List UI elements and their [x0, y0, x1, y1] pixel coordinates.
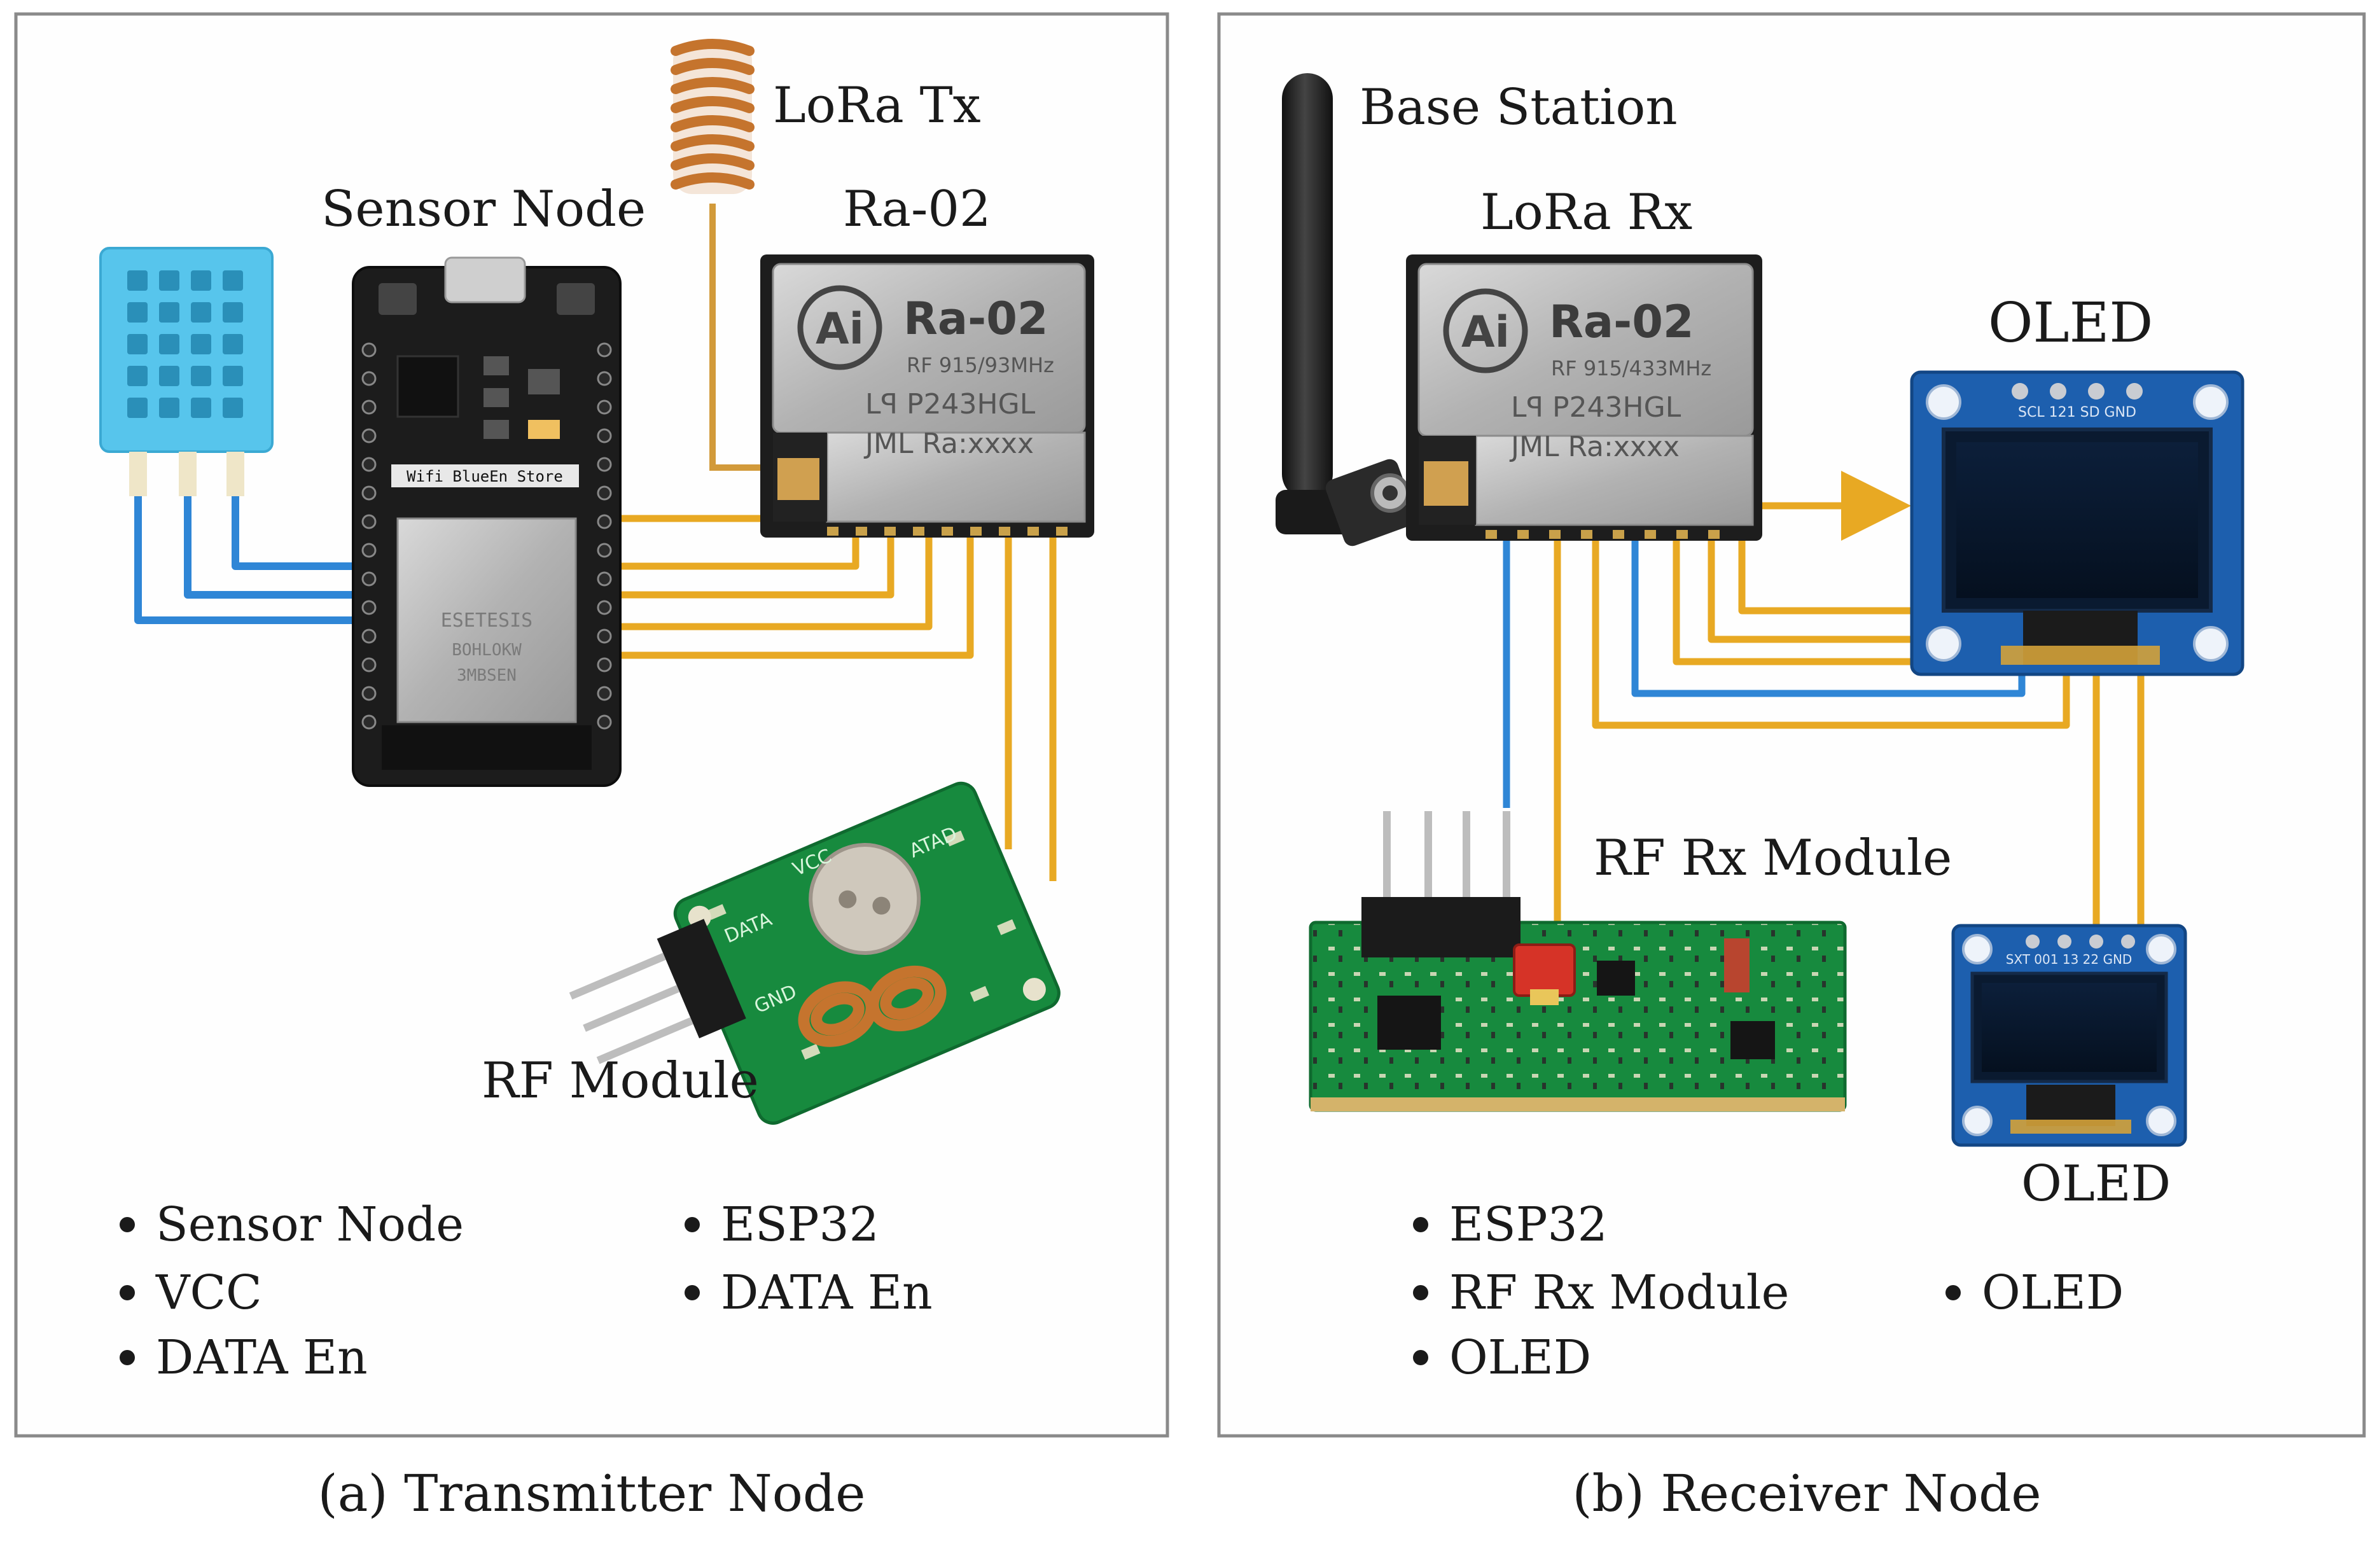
receiver-legend: ESP32 RF Rx Module OLED OLED [1413, 1197, 2124, 1385]
ra02-tx-logo: Ai [816, 304, 864, 354]
sensor-wires [134, 483, 372, 624]
oled-small: SXT 001 13 22 GND [1951, 924, 2187, 1147]
label-ra02: Ra-02 [843, 181, 991, 238]
label-sensor-node: Sensor Node [321, 181, 646, 238]
tx-legend-item-3: DATA En [156, 1330, 368, 1385]
rx-legend-item-2: RF Rx Module [1449, 1265, 1789, 1320]
rx-legend-item-1: ESP32 [1449, 1197, 1608, 1252]
rf-tx-module: VCC DATA GND ATAD [569, 781, 1061, 1125]
caption-receiver: (b) Receiver Node [1572, 1464, 2041, 1523]
oled-large-pins: SCL 121 SD GND [2018, 405, 2136, 421]
oled-small-pins: SXT 001 13 22 GND [2006, 952, 2133, 967]
receiver-panel: Ai Ra-02 RF 915/433MHz Lꟼ P243HGL JML Ra… [1276, 73, 2244, 1385]
rf-rx-module [1309, 811, 1847, 1112]
spring-antenna [671, 39, 773, 471]
ra02-rx-model: Ra-02 [1549, 296, 1694, 348]
label-base-station: Base Station [1360, 79, 1678, 136]
transmitter-legend: Sensor Node VCC DATA En ESP32 DATA En [120, 1197, 933, 1385]
tx-legend-item-4: ESP32 [721, 1197, 879, 1252]
dht-sensor [99, 247, 274, 496]
esp-to-lora-wires [618, 515, 1057, 881]
ra02-tx-line1: Lꟼ P243HGL [865, 388, 1036, 421]
caption-transmitter: (a) Transmitter Node [318, 1464, 866, 1523]
ra02-rx-line2: JML Ra:xxxx [1509, 431, 1680, 463]
label-rf-module: RF Module [482, 1052, 759, 1109]
rx-legend-item-3: OLED [1449, 1330, 1591, 1385]
esp32-silk-text: Wifi BlueEn Store [407, 468, 563, 485]
transmitter-panel: Wifi BlueEn Store ESETESIS BOHLOKW 3MBSE… [99, 39, 1094, 1385]
label-oled-top: OLED [1988, 291, 2153, 355]
ra02-rx-line1: Lꟼ P243HGL [1511, 391, 1681, 424]
label-lora-rx: LoRa Rx [1480, 184, 1692, 241]
ra02-module-tx: Ai Ra-02 RF 915/93MHz Lꟼ P243HGL JML Ra:… [760, 254, 1094, 538]
label-oled-bottom: OLED [2021, 1155, 2171, 1213]
oled-large: SCL 121 SD GND [1910, 370, 2244, 676]
rx-blue-wires [1503, 538, 2026, 808]
label-lora-tx: LoRa Tx [773, 77, 981, 134]
rx-legend-item-4: OLED [1982, 1265, 2124, 1320]
ra02-rx-logo: Ai [1461, 307, 1510, 358]
esp32-shield-sub2: 3MBSEN [457, 666, 517, 685]
tx-legend-item-5: DATA En [721, 1265, 933, 1320]
esp32-board: Wifi BlueEn Store ESETESIS BOHLOKW 3MBSE… [352, 256, 622, 787]
rx-yellow-wires [1554, 538, 2145, 935]
ra02-tx-freq: RF 915/93MHz [907, 353, 1054, 377]
ra02-module-rx: Ai Ra-02 RF 915/433MHz Lꟼ P243HGL JML Ra… [1406, 254, 1762, 541]
ra02-tx-line2: JML Ra:xxxx [863, 428, 1034, 460]
esp32-shield-text: ESETESIS [441, 609, 533, 632]
esp32-shield-sub: BOHLOKW [452, 641, 522, 660]
tx-legend-item-1: Sensor Node [156, 1197, 464, 1252]
label-rf-rx-module: RF Rx Module [1594, 830, 1952, 887]
tx-legend-item-2: VCC [155, 1265, 262, 1320]
ra02-tx-model: Ra-02 [903, 293, 1048, 345]
ra02-rx-freq: RF 915/433MHz [1551, 356, 1711, 380]
